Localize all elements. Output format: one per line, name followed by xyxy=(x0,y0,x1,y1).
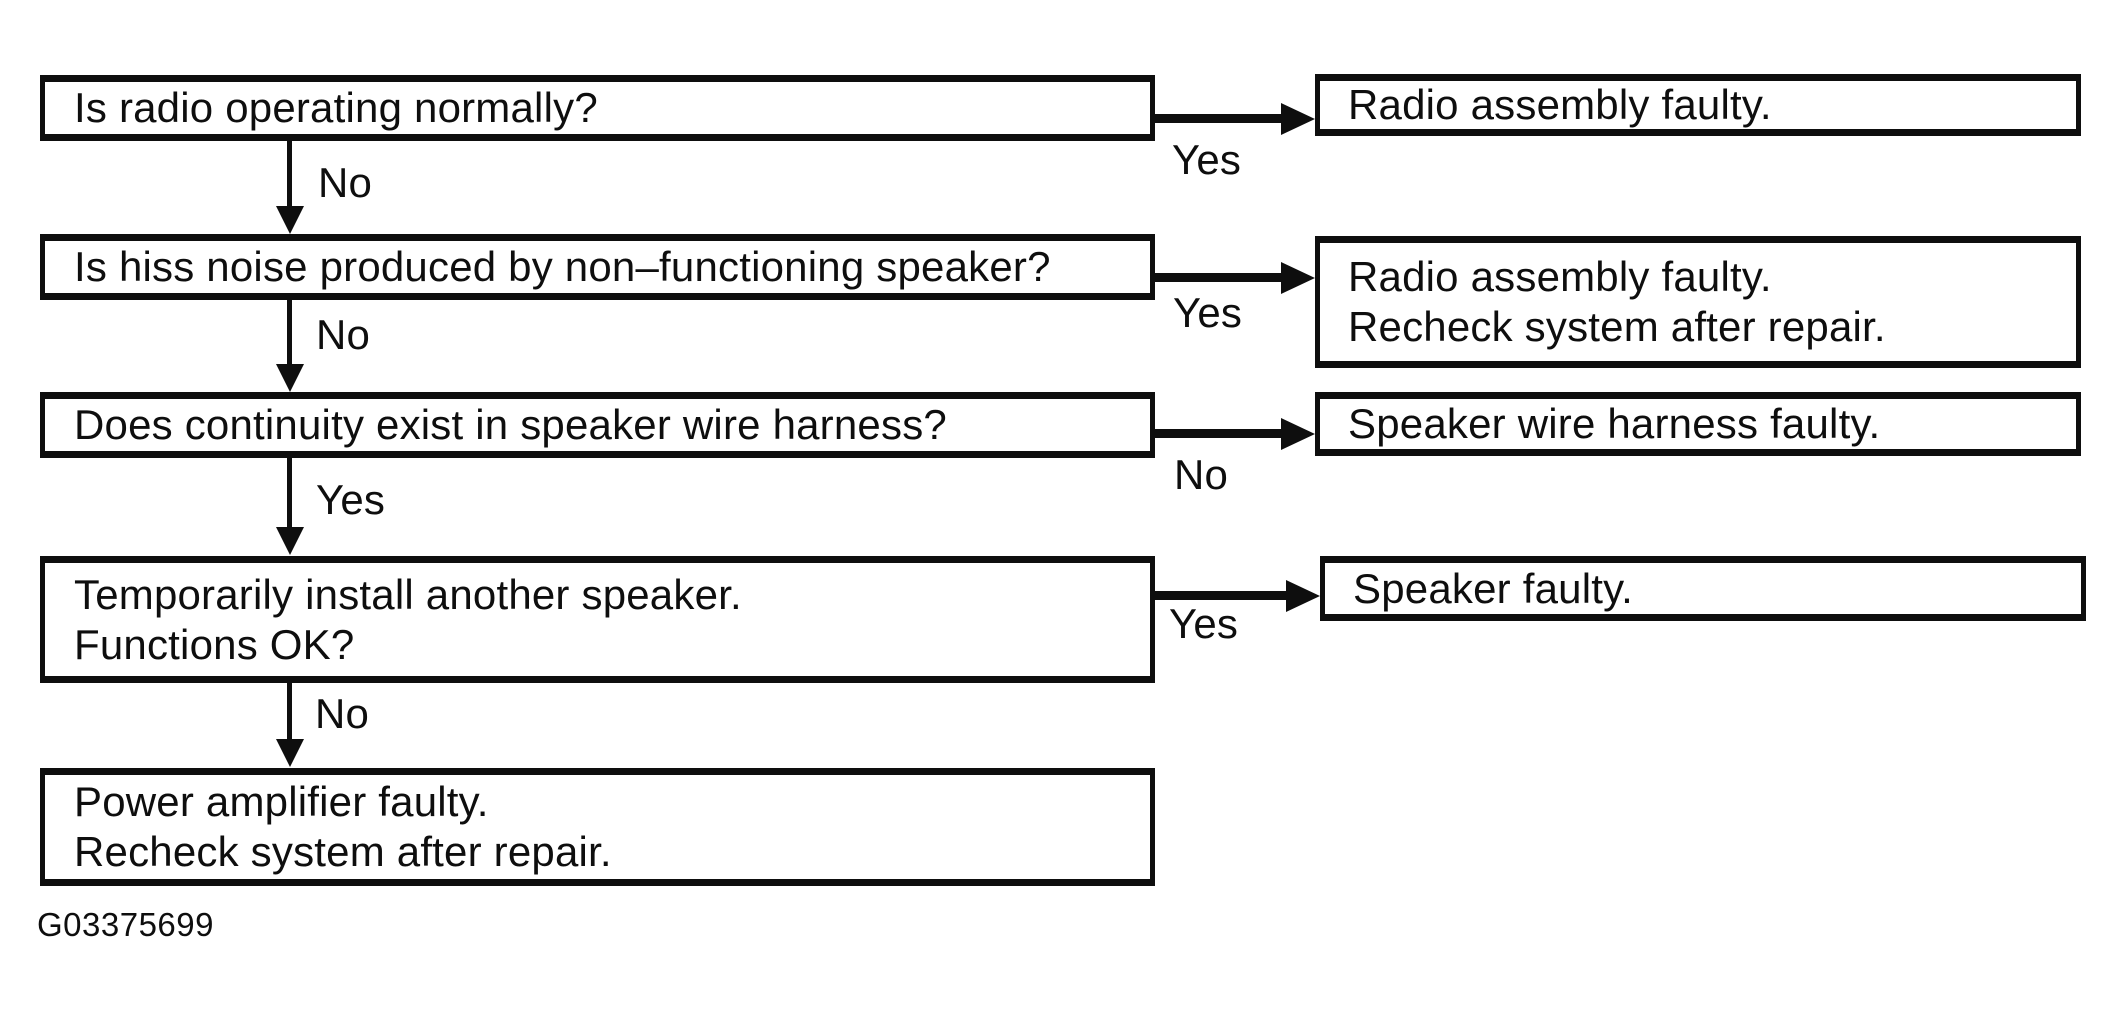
down-arrow-icon-q4-to-terminal xyxy=(287,682,292,739)
figure-code: G03375699 xyxy=(37,906,214,943)
result-box-radio-assembly-recheck: Radio assembly faulty. Recheck system af… xyxy=(1315,236,2081,368)
terminal-box-power-amplifier: Power amplifier faulty. Recheck system a… xyxy=(40,768,1155,886)
result-box-harness-faulty: Speaker wire harness faulty. xyxy=(1315,392,2081,456)
result-text: Radio assembly faulty. xyxy=(1348,81,1772,128)
branch-label-q1-down: No xyxy=(318,159,373,206)
question-box-harness-continuity: Does continuity exist in speaker wire ha… xyxy=(40,392,1155,458)
question-box-hiss-noise: Is hiss noise produced by non–functionin… xyxy=(40,234,1155,300)
branch-label-q2-side: Yes xyxy=(1173,289,1243,336)
question-box-radio-operating: Is radio operating normally? xyxy=(40,75,1155,141)
result-text-line1: Radio assembly faulty. xyxy=(1348,253,1772,300)
result-box-speaker-faulty: Speaker faulty. xyxy=(1320,556,2086,621)
result-box-radio-assembly-faulty: Radio assembly faulty. xyxy=(1315,74,2081,136)
branch-label-q1-side: Yes xyxy=(1172,136,1242,183)
question-text-line1: Temporarily install another speaker. xyxy=(74,570,742,618)
branch-label-q3-side: No xyxy=(1174,451,1229,498)
result-text-line2: Recheck system after repair. xyxy=(1348,303,1886,350)
branch-label-q4-down: No xyxy=(315,690,370,737)
question-text: Is hiss noise produced by non–functionin… xyxy=(74,243,1051,290)
result-text: Speaker faulty. xyxy=(1353,564,1634,612)
right-arrow-icon-q1-to-r1 xyxy=(1153,114,1281,123)
right-arrow-icon-q3-to-r3 xyxy=(1153,429,1281,438)
right-arrow-icon-q2-to-r2 xyxy=(1153,273,1281,282)
question-box-install-another-speaker: Temporarily install another speaker. Fun… xyxy=(40,556,1155,683)
question-text: Is radio operating normally? xyxy=(74,84,598,131)
question-text-line2: Functions OK? xyxy=(74,620,355,668)
down-arrow-icon-q2-to-q3 xyxy=(287,300,292,364)
question-text: Does continuity exist in speaker wire ha… xyxy=(74,401,947,448)
branch-label-q2-down: No xyxy=(316,311,371,358)
branch-label-q3-down: Yes xyxy=(316,476,386,523)
branch-label-q4-side: Yes xyxy=(1169,600,1239,647)
down-arrow-icon-q1-to-q2 xyxy=(287,141,292,206)
terminal-text-line1: Power amplifier faulty. xyxy=(74,778,489,825)
down-arrow-icon-q3-to-q4 xyxy=(287,458,292,527)
terminal-text-line2: Recheck system after repair. xyxy=(74,828,612,875)
result-text: Speaker wire harness faulty. xyxy=(1348,400,1881,447)
right-arrow-icon-q4-to-r4 xyxy=(1153,591,1286,600)
